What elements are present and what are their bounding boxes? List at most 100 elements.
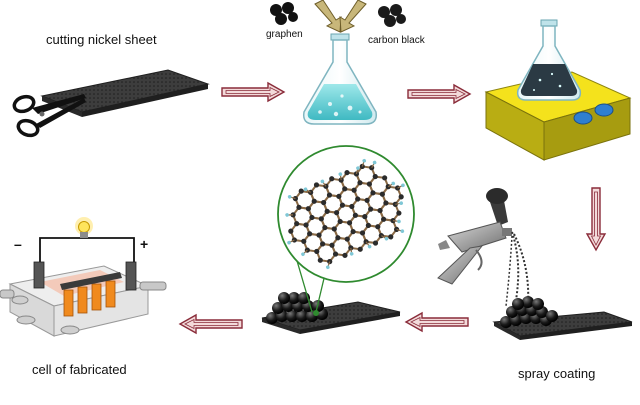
lattice-atom [329, 176, 335, 182]
lattice-atom [339, 202, 346, 208]
lattice-atom [372, 240, 379, 246]
lattice-atom [288, 228, 294, 234]
lattice-atom [333, 210, 340, 216]
lattice-atom [372, 173, 378, 180]
coating-particle [546, 310, 558, 322]
lattice-hydrogen [338, 172, 343, 176]
label-graphen: graphen [266, 29, 303, 40]
lattice-atom [359, 230, 366, 236]
arrow-stir-to-spray [586, 187, 606, 251]
lattice-atom [383, 200, 389, 206]
lattice-hydrogen [397, 219, 401, 224]
graphene-lattice [285, 158, 405, 270]
coated-electrode [261, 292, 401, 334]
electrode-particle [288, 292, 300, 304]
circuit-wire [39, 237, 135, 272]
lattice-atom [320, 241, 326, 247]
lattice-atom [322, 225, 328, 231]
lattice-atom [303, 222, 309, 228]
lattice-hydrogen [372, 160, 377, 165]
coating-particles [500, 296, 558, 328]
lattice-atom [355, 196, 361, 202]
graphene-icon [270, 2, 298, 25]
lattice-hydrogen [384, 236, 389, 241]
lattice-hydrogen [401, 183, 405, 188]
lattice-hydrogen [301, 252, 305, 257]
lattice-atom [364, 197, 370, 203]
lattice-atom [314, 248, 320, 255]
lattice-atom [296, 204, 302, 210]
lattice-hydrogen [400, 229, 405, 233]
lattice-atom [382, 175, 388, 181]
lattice-hydrogen [356, 166, 360, 170]
lattice-atom [335, 235, 341, 241]
spray-gun-icon [437, 188, 512, 285]
lattice-atom [321, 199, 327, 206]
lattice-atom [313, 182, 320, 188]
lattice-atom [342, 252, 348, 258]
electrode-particle [286, 310, 298, 322]
stirred-flask [516, 19, 582, 101]
lattice-hydrogen [367, 244, 372, 249]
lattice-hydrogen [285, 213, 289, 217]
lattice-atom [316, 232, 322, 238]
arrow-cut-to-mix [221, 82, 285, 102]
lattice-atom [342, 186, 348, 192]
lattice-atom [344, 170, 350, 176]
lattice-atom [396, 210, 402, 216]
arrow-mix-to-stir [407, 84, 471, 104]
coated-sheet-right [492, 296, 633, 340]
lattice-atom [398, 194, 404, 200]
lattice-atom [331, 226, 337, 232]
lattice-atom [301, 238, 307, 244]
lattice-hydrogen [325, 265, 330, 270]
lattice-atom [352, 212, 359, 218]
lattice-atom [350, 229, 356, 235]
lattice-atom [318, 216, 324, 222]
lattice-atom [336, 193, 342, 199]
lattice-hydrogen [320, 179, 325, 184]
spray-stream [505, 231, 530, 307]
lattice-atom [390, 218, 396, 224]
lattice-atom [388, 234, 394, 240]
lattice-hydrogen [349, 252, 354, 256]
fabricated-cell [0, 261, 167, 337]
lattice-hydrogen [391, 181, 396, 186]
arrow-electrode-to-cell [179, 314, 243, 334]
lattice-atom [379, 191, 385, 197]
lattice-atom [309, 214, 315, 221]
lattice-atom [381, 216, 387, 222]
lattice-atom [307, 231, 313, 237]
coating-particle [522, 296, 534, 308]
lattice-atom [294, 221, 300, 227]
lattice-atom [298, 188, 304, 194]
coating-particle [532, 298, 544, 310]
lattice-atom [392, 201, 398, 207]
coating-particle [512, 298, 524, 310]
minus-terminal: – [14, 236, 22, 252]
lattice-atom [366, 181, 372, 187]
coating-particle [500, 316, 512, 328]
lightbulb-icon [75, 217, 93, 238]
label-carbon-black: carbon black [368, 35, 425, 46]
lattice-hydrogen [287, 195, 292, 199]
lattice-atom [368, 206, 374, 212]
lattice-hydrogen [303, 187, 308, 192]
label-cutting: cutting nickel sheet [46, 32, 157, 47]
lattice-atom [332, 251, 339, 257]
lattice-atom [311, 198, 317, 204]
lattice-atom [329, 242, 335, 248]
lattice-atom [317, 257, 323, 263]
lattice-atom [375, 224, 381, 230]
arrow-spray-to-electrode [405, 312, 469, 332]
label-spray: spray coating [518, 366, 596, 381]
lattice-atom [324, 208, 330, 214]
electrode-particle [272, 302, 284, 314]
lattice-atom [349, 203, 355, 210]
lattice-atom [370, 190, 376, 196]
scissors-icon [12, 94, 86, 138]
plus-terminal: + [140, 236, 148, 252]
lattice-atom [377, 207, 383, 214]
